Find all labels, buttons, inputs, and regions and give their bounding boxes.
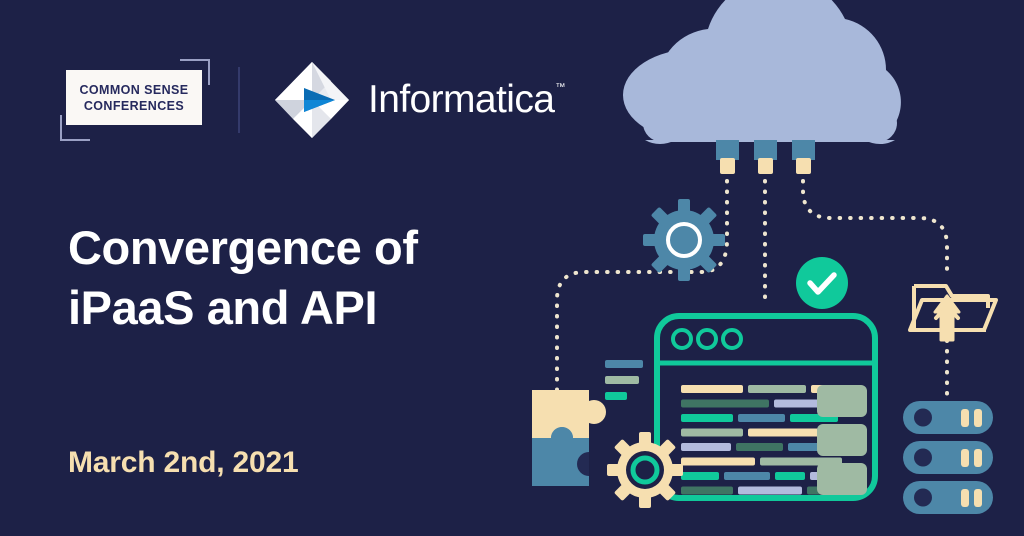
gear-icon-upper [643, 199, 725, 281]
code-line-segment [774, 399, 824, 408]
side-bar [605, 360, 643, 368]
folder-upload-icon [908, 284, 998, 342]
code-line-segment [681, 457, 755, 466]
puzzle-piece-group [532, 390, 606, 486]
server-rack-icon [903, 481, 993, 514]
server-rack-icon [903, 441, 993, 474]
logo-divider [238, 67, 240, 133]
code-line-segment [681, 472, 719, 480]
informatica-diamond-icon [275, 62, 349, 138]
code-line-segment [738, 414, 785, 422]
code-line-segment [681, 486, 733, 495]
event-date: March 2nd, 2021 [68, 446, 299, 479]
gear-icon-lower [607, 432, 683, 508]
cloud-connector-plug [792, 140, 815, 174]
server-rack-icon [903, 401, 993, 434]
informatica-wordmark-text: Informatica [368, 78, 555, 121]
trademark-symbol: ™ [555, 82, 566, 93]
window-control-dot [721, 328, 743, 350]
side-bar [605, 376, 639, 384]
code-line-segment [724, 472, 770, 480]
side-bar [605, 392, 627, 400]
puzzle-piece-icon [532, 427, 589, 486]
page-title: Convergence of iPaaS and API [68, 221, 418, 335]
cloud-connector-plugs [716, 140, 815, 174]
code-line-segment [736, 443, 783, 451]
code-line-segment [681, 385, 743, 393]
code-window [654, 313, 878, 501]
dotted-connector-paths [555, 158, 949, 412]
code-line-segment [681, 399, 769, 408]
code-panel-card [817, 463, 867, 495]
code-line-segment [748, 385, 806, 393]
conference-logo-line-2: CONFERENCES [83, 98, 185, 113]
code-line-segment [681, 443, 731, 451]
dotted-path-left [555, 158, 729, 412]
conference-logo-plate: COMMON SENSE CONFERENCES [66, 70, 202, 125]
code-panel-card [817, 385, 867, 417]
side-bars [605, 360, 643, 400]
window-control-dots [671, 328, 743, 350]
code-line-segment [681, 414, 733, 422]
code-panel-card [817, 424, 867, 456]
code-panel-cards [817, 385, 867, 495]
code-line-segment [738, 486, 802, 495]
cloud-connector-plug [716, 140, 739, 174]
server-rack-group [903, 401, 993, 514]
code-line-segment [748, 428, 834, 437]
common-sense-conferences-logo: COMMON SENSE CONFERENCES [60, 57, 210, 143]
cloud-connector-plug [754, 140, 777, 174]
window-control-dot [671, 328, 693, 350]
conference-logo-line-1: COMMON SENSE [79, 82, 189, 97]
check-circle-icon [796, 257, 848, 309]
bracket-top-right-decoration [180, 59, 210, 85]
code-line-segment [775, 472, 805, 480]
code-line-segment [681, 428, 743, 437]
window-control-dot [696, 328, 718, 350]
ipaas-api-integration-illustration [495, 0, 1024, 536]
bracket-bottom-left-decoration [60, 115, 90, 141]
dotted-path-right-top [801, 158, 949, 272]
cloud-icon [623, 0, 901, 145]
